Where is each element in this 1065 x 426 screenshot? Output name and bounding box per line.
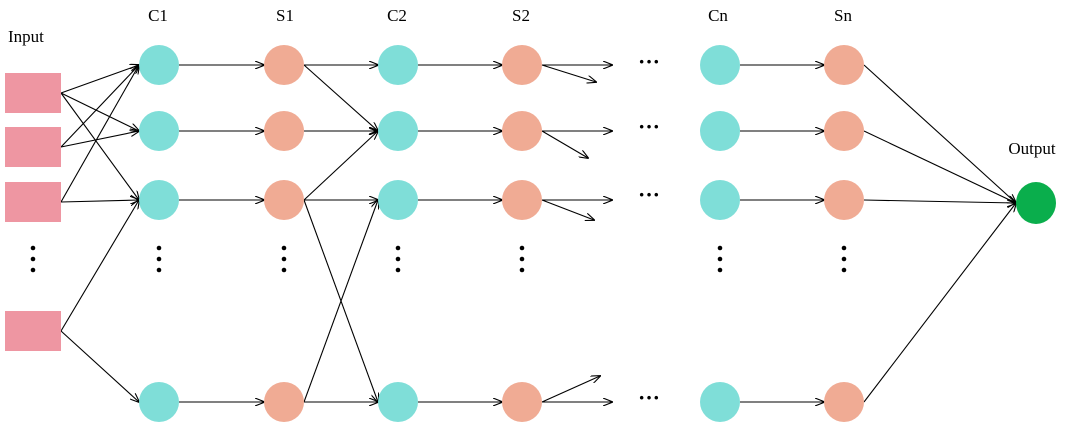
s1-node xyxy=(264,45,304,85)
connection-arrow xyxy=(60,92,139,200)
s2-node xyxy=(502,180,542,220)
connection-arrow xyxy=(863,200,1016,203)
connection-arrow xyxy=(863,130,1016,203)
horizontal-ellipsis-row-4: ··· xyxy=(638,385,660,410)
nodes xyxy=(139,45,864,422)
vertical-ellipsis-sn xyxy=(841,245,847,273)
s1-node xyxy=(264,382,304,422)
input-box xyxy=(5,73,61,113)
connection-arrow xyxy=(541,199,594,220)
input-label: Input xyxy=(8,27,44,46)
input-box xyxy=(5,182,61,222)
cn-node xyxy=(700,111,740,151)
input-boxes xyxy=(5,73,61,351)
cn-label: Cn xyxy=(708,6,728,25)
connection-arrow xyxy=(60,65,139,94)
s2-label: S2 xyxy=(512,6,530,25)
c1-node xyxy=(139,45,179,85)
c2-node xyxy=(378,111,418,151)
edges xyxy=(60,64,1016,403)
s1-label: S1 xyxy=(276,6,294,25)
output-node xyxy=(1016,182,1056,224)
c2-node xyxy=(378,45,418,85)
c1-node xyxy=(139,180,179,220)
s2-node xyxy=(502,45,542,85)
vertical-ellipsis-s2 xyxy=(519,245,525,273)
connection-arrow xyxy=(60,92,139,131)
connection-arrow xyxy=(60,200,139,202)
vertical-ellipsis-c2 xyxy=(395,245,401,273)
output-label: Output xyxy=(1008,139,1056,158)
s1-node xyxy=(264,111,304,151)
horizontal-ellipsis-row-3: ··· xyxy=(638,182,660,207)
vertical-ellipses xyxy=(30,245,847,273)
horizontal-ellipsis-row-2: ··· xyxy=(638,114,660,139)
connection-arrow xyxy=(303,131,378,201)
input-box xyxy=(5,311,61,351)
connection-arrow xyxy=(541,64,596,82)
s2-node xyxy=(502,111,542,151)
c1-label: C1 xyxy=(148,6,168,25)
c1-node xyxy=(139,382,179,422)
s2-node xyxy=(502,382,542,422)
connection-arrow xyxy=(863,203,1016,403)
cn-node xyxy=(700,180,740,220)
vertical-ellipsis-s1 xyxy=(281,245,287,273)
connection-arrow xyxy=(303,200,378,403)
sn-node xyxy=(824,111,864,151)
connection-arrow xyxy=(60,330,139,402)
vertical-ellipsis-c1 xyxy=(156,245,162,273)
connection-arrow xyxy=(60,65,139,203)
c1-node xyxy=(139,111,179,151)
sn-node xyxy=(824,45,864,85)
vertical-ellipsis-cn xyxy=(717,245,723,273)
c2-label: C2 xyxy=(387,6,407,25)
horizontal-ellipsis-row-1: ··· xyxy=(638,49,660,74)
cn-node xyxy=(700,45,740,85)
connection-arrow xyxy=(60,131,139,148)
input-box xyxy=(5,127,61,167)
cn-node xyxy=(700,382,740,422)
sn-node xyxy=(824,180,864,220)
connection-arrow xyxy=(863,64,1016,203)
connection-arrow xyxy=(541,130,588,158)
c2-node xyxy=(378,382,418,422)
connection-arrow xyxy=(60,65,139,148)
connection-arrow xyxy=(60,200,139,332)
sn-node xyxy=(824,382,864,422)
sn-label: Sn xyxy=(834,6,852,25)
vertical-ellipsis-input xyxy=(30,245,36,273)
connection-arrow xyxy=(303,64,378,131)
connection-arrow xyxy=(541,376,600,403)
c2-node xyxy=(378,180,418,220)
s1-node xyxy=(264,180,304,220)
